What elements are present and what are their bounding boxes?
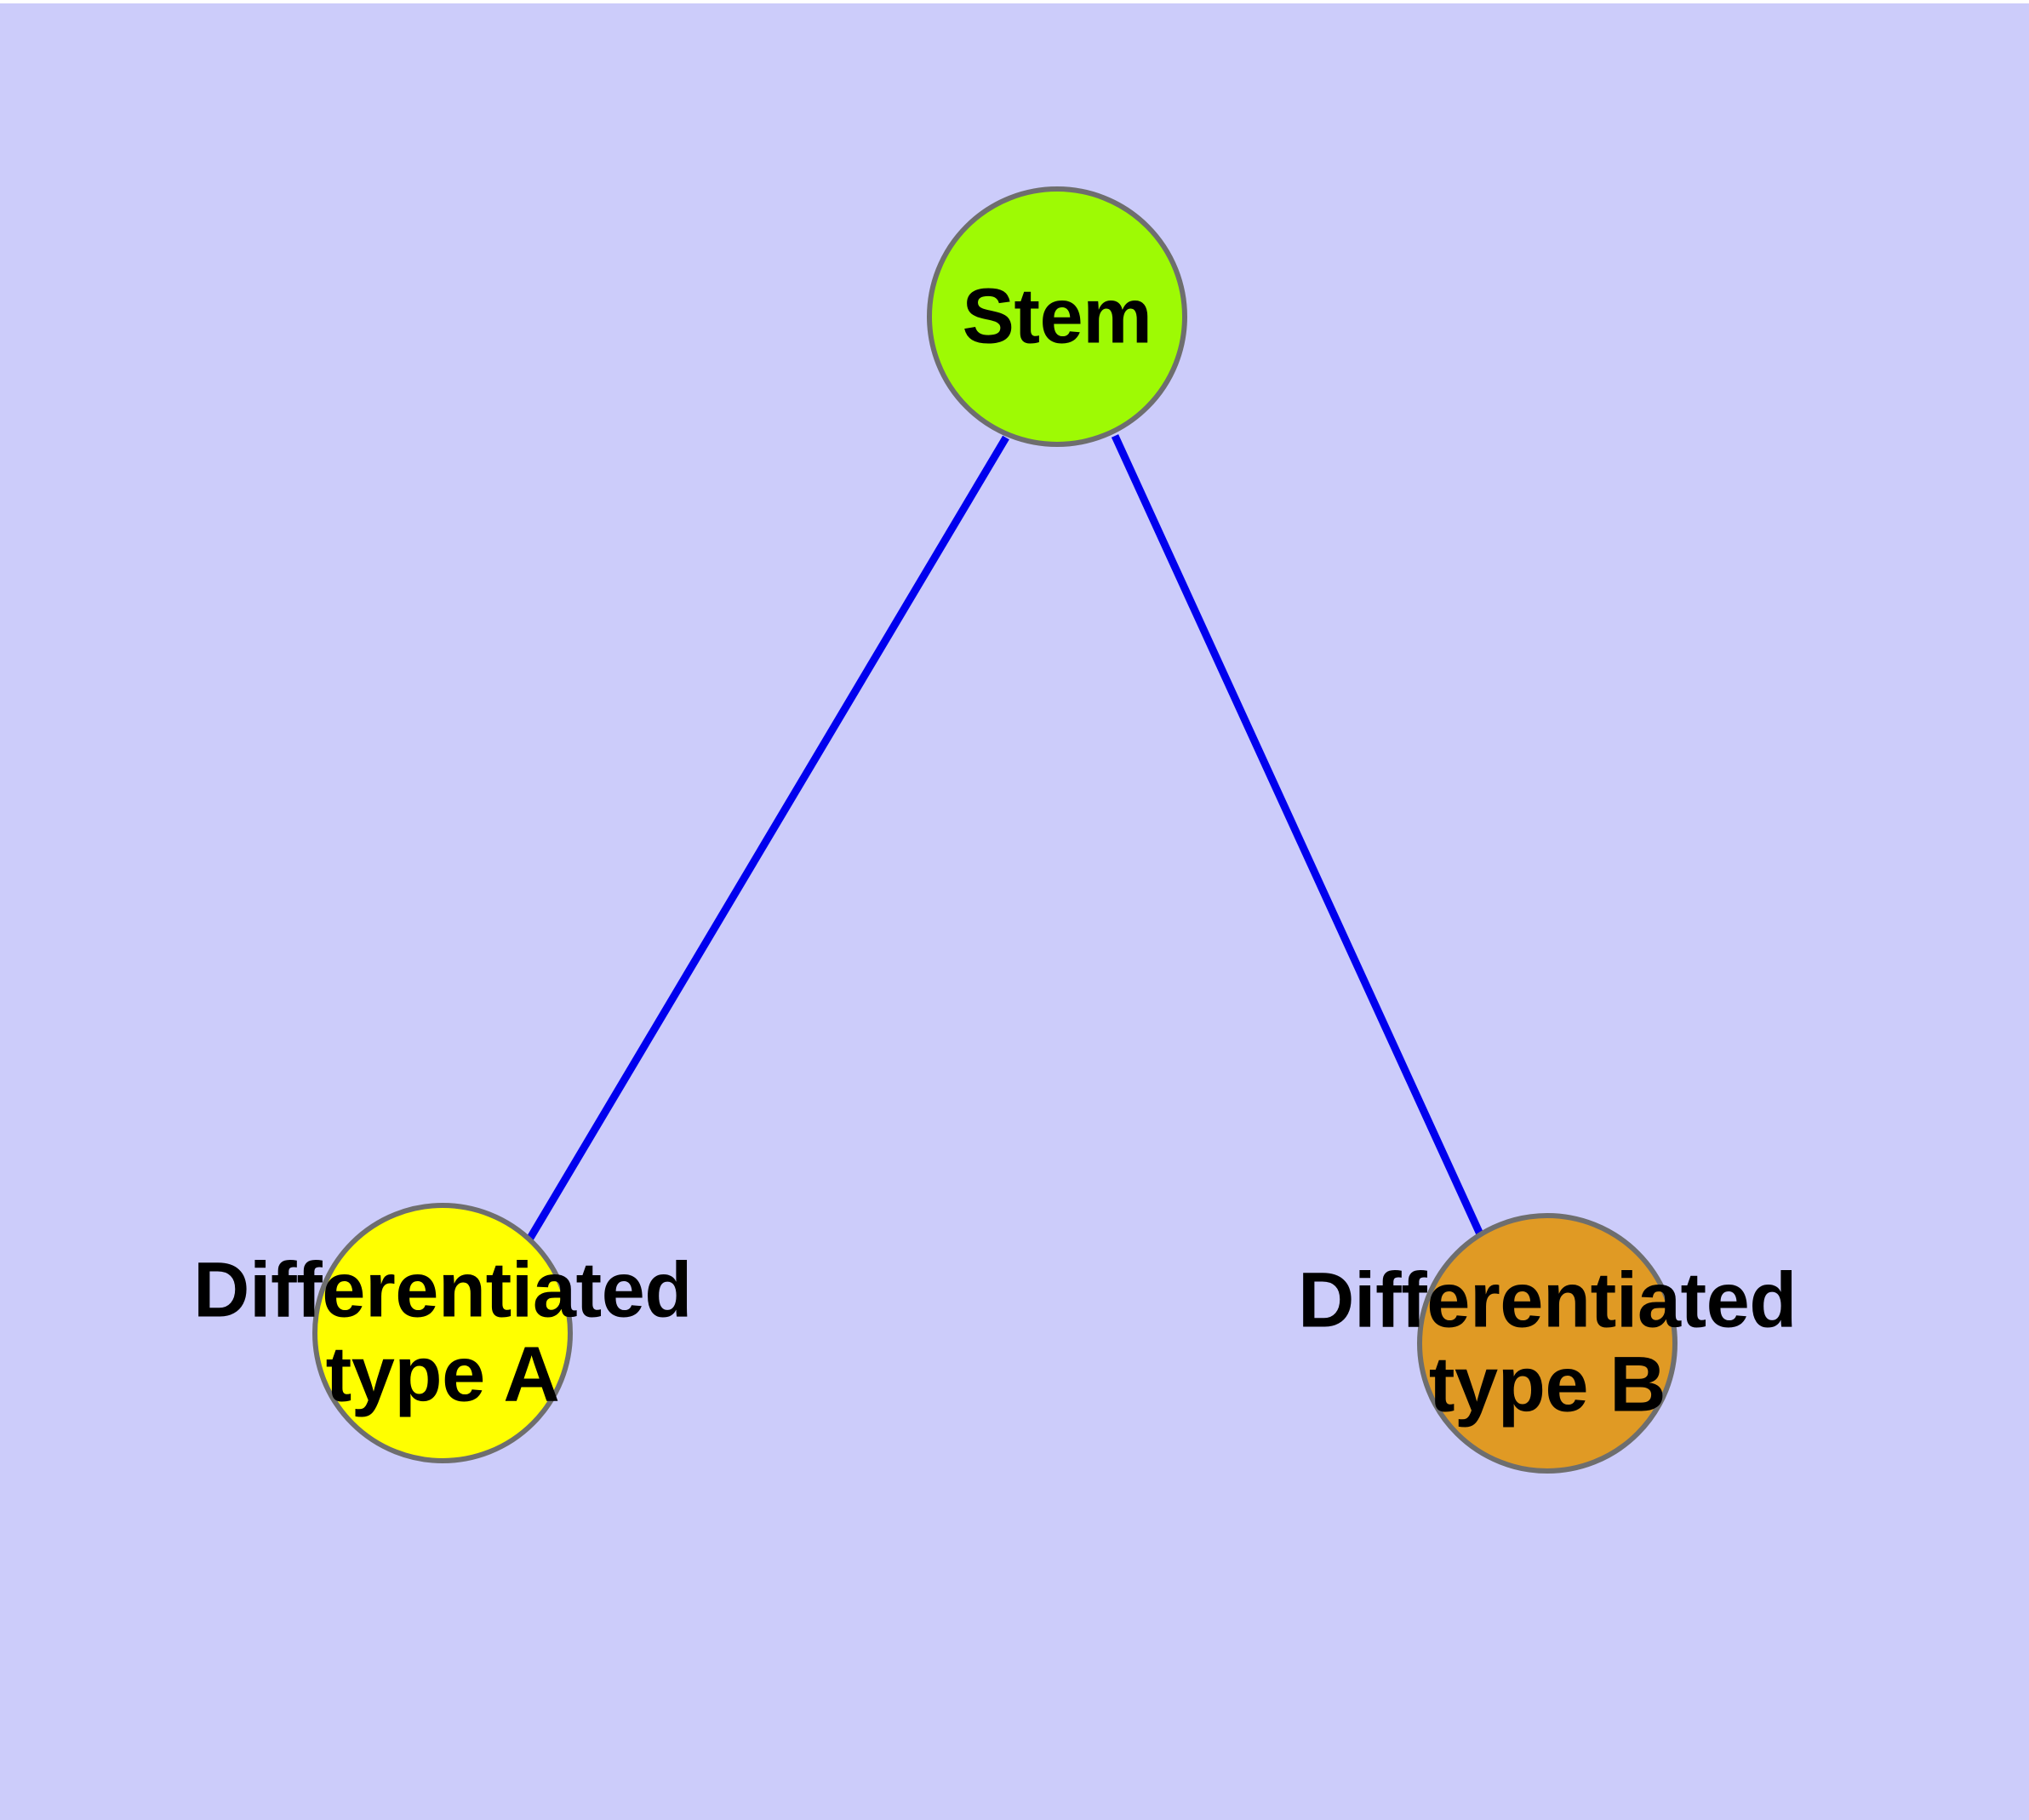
- node-differentiated-type-a[interactable]: [312, 1203, 573, 1463]
- edge-stem-to-diff-a: [526, 435, 1009, 1242]
- node-layer: [312, 186, 1677, 1474]
- edge-stem-to-diff-b: [1111, 434, 1485, 1238]
- node-differentiated-type-b[interactable]: [1417, 1213, 1677, 1474]
- node-stem[interactable]: [927, 186, 1187, 447]
- graph-svg: [312, 186, 1677, 1474]
- edge-layer: [526, 434, 1485, 1242]
